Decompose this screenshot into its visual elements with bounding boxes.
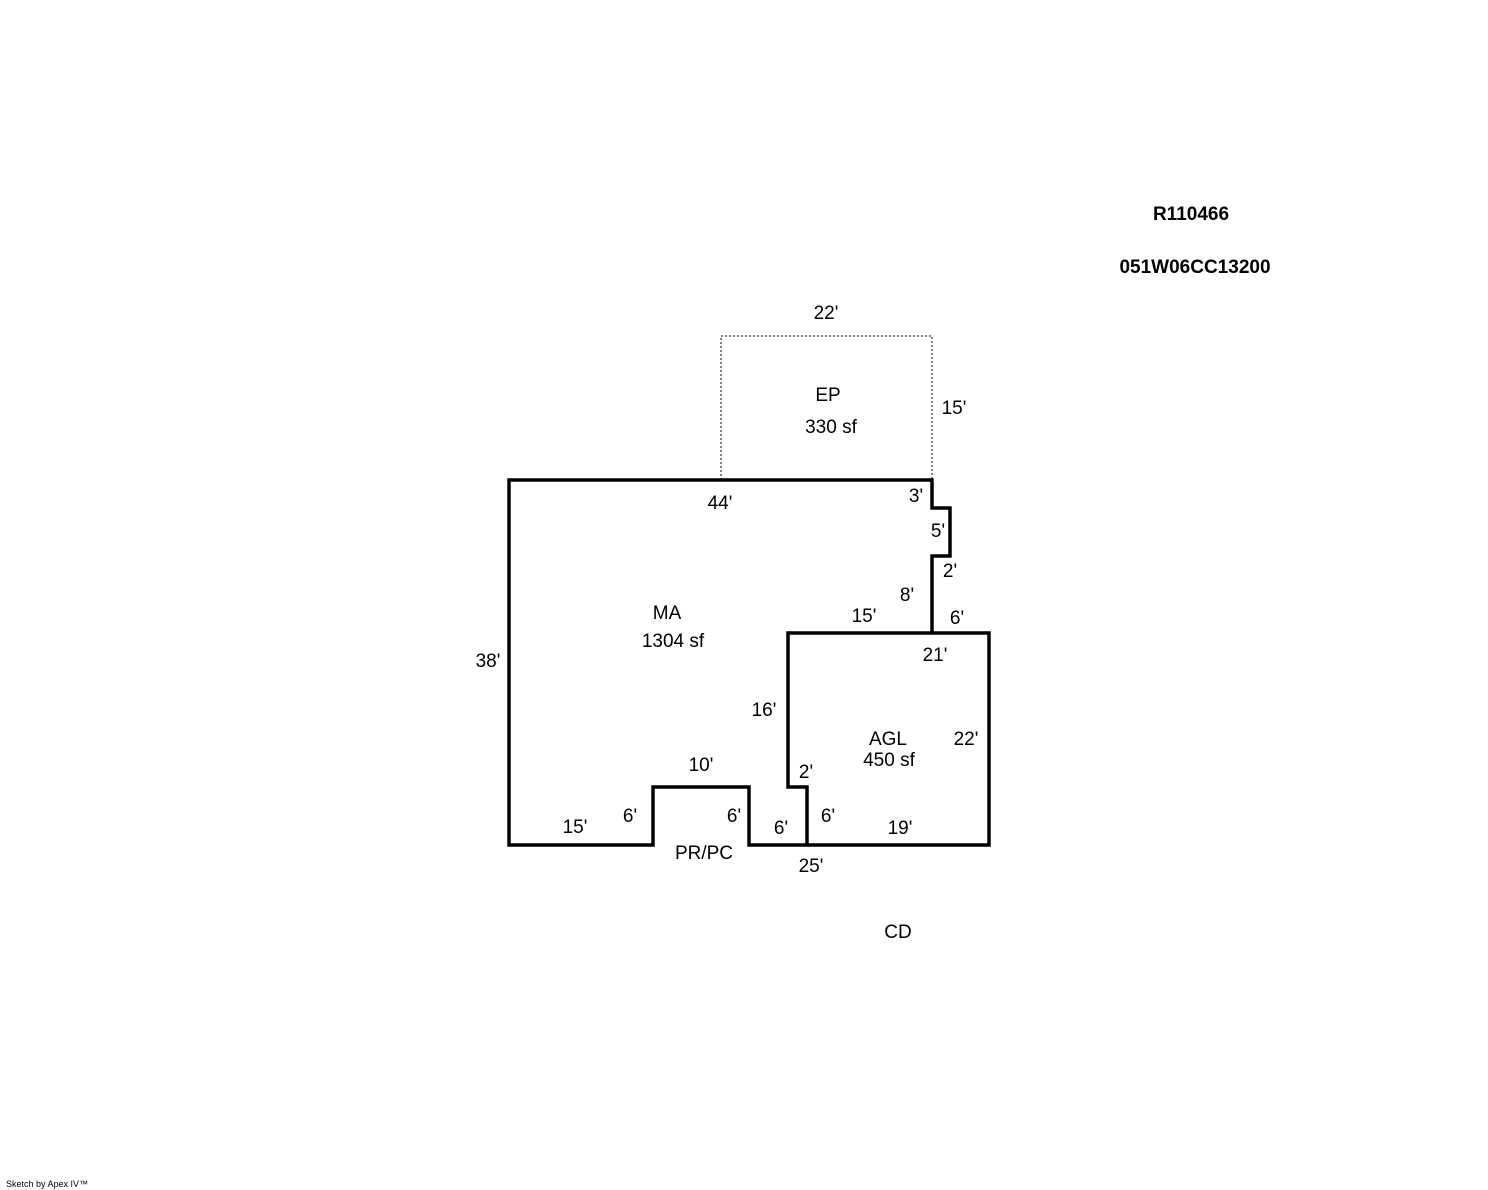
dim-agl-6-left: 6' [821, 806, 835, 827]
dim-ma-16: 16' [752, 700, 777, 721]
ep-outline [720, 335, 933, 480]
dim-ma-top: 44' [708, 493, 733, 514]
map-number: 051W06CC13200 [1119, 257, 1270, 278]
dim-ma-6-bottom: 6' [774, 818, 788, 839]
dim-agl-21: 21' [923, 645, 948, 666]
dim-agl-22: 22' [954, 729, 979, 750]
dim-porch-6-left: 6' [623, 806, 637, 827]
dim-ma-left: 38' [476, 651, 501, 672]
dim-jog-3: 3' [909, 486, 923, 507]
dim-agl-19: 19' [888, 818, 913, 839]
ma-label: MA [653, 603, 682, 624]
dim-ma-2-lower: 2' [799, 762, 813, 783]
dim-ma-15-upper: 15' [852, 606, 877, 627]
dim-bottom-25: 25' [799, 856, 824, 877]
agl-label: AGL [869, 729, 907, 750]
sketch-credit: Sketch by Apex IV™ [6, 1179, 88, 1189]
dim-jog-8: 8' [900, 585, 914, 606]
ep-area: 330 sf [805, 417, 857, 438]
dim-ep-top: 22' [814, 303, 839, 324]
agl-outline [807, 631, 991, 847]
ep-label: EP [815, 385, 840, 406]
dim-porch-6-right: 6' [727, 806, 741, 827]
ma-outline [507, 478, 952, 847]
dim-agl-6-top: 6' [950, 608, 964, 629]
prpc-label: PR/PC [675, 843, 733, 864]
parcel-id: R110466 [1153, 204, 1229, 225]
ma-area: 1304 sf [642, 631, 705, 652]
dim-jog-2: 2' [943, 561, 957, 582]
dim-ma-15-bottom: 15' [563, 817, 588, 838]
dim-porch-10: 10' [689, 755, 714, 776]
dim-ep-right: 15' [942, 398, 967, 419]
dim-jog-5: 5' [931, 521, 945, 542]
agl-area: 450 sf [863, 750, 915, 771]
cd-label: CD [884, 922, 911, 943]
